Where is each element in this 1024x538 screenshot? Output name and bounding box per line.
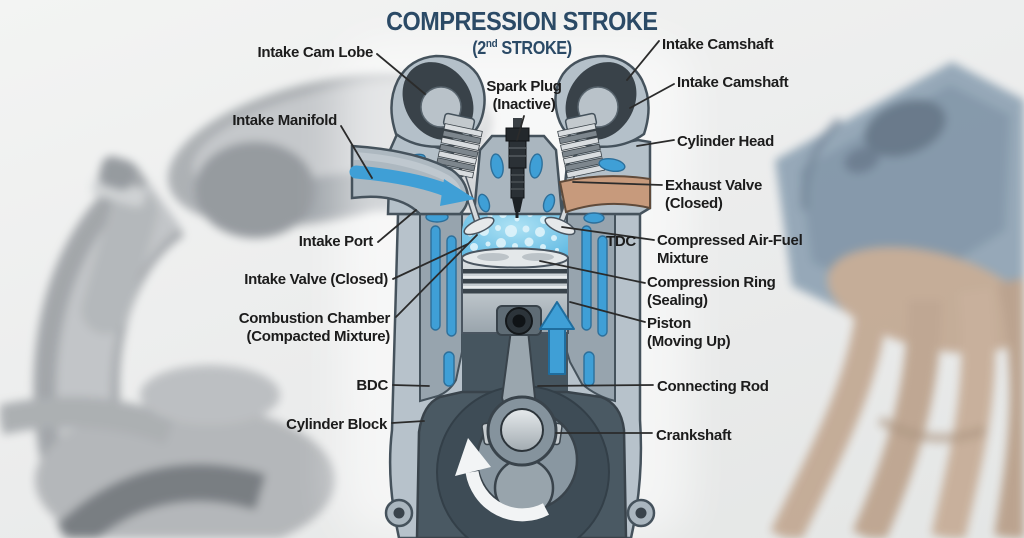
rotation-arrow [455, 438, 550, 522]
leader-exhaust-valve [572, 181, 663, 186]
label-intake-cam-lobe: Intake Cam Lobe [257, 44, 373, 61]
leader-piston [569, 301, 646, 323]
diagram-title: COMPRESSION STROKE [386, 6, 658, 36]
leader-intake-valve [392, 243, 469, 280]
leader-spark-plug [516, 115, 525, 141]
leader-intake-manifold [340, 125, 373, 179]
leader-intake-camshaft-2 [629, 83, 675, 109]
leader-lines [340, 40, 675, 434]
label-cylinder-block: Cylinder Block [286, 416, 387, 433]
label-compressed-mixture: Compressed Air-Fuel Mixture [657, 232, 803, 267]
leader-connecting-rod [537, 384, 654, 387]
leader-bdc [392, 384, 430, 387]
leader-cylinder-block [391, 420, 425, 424]
subtitle-open: (2 [472, 38, 486, 58]
label-combustion-chamber: Combustion Chamber (Compacted Mixture) [238, 310, 391, 345]
compression-rings [463, 269, 567, 294]
leader-intake-cam-lobe [376, 53, 426, 95]
background-right-engine [770, 62, 1024, 538]
label-connecting-rod: Connecting Rod [657, 378, 769, 395]
label-piston: Piston (Moving Up) [647, 315, 731, 350]
valve-spring-exhaust [557, 123, 606, 179]
spark-plug [505, 118, 530, 218]
intake-manifold [349, 144, 475, 216]
label-exhaust-valve: Exhaust Valve (Closed) [665, 177, 762, 212]
leader-intake-camshaft-1 [626, 40, 660, 81]
subtitle-ordinal: nd [485, 38, 498, 50]
label-spark-plug: Spark Plug (Inactive) [486, 78, 562, 113]
leader-combustion-chamber [395, 234, 478, 318]
label-bdc: BDC [356, 377, 388, 394]
label-compression-ring: Compression Ring (Sealing) [647, 274, 776, 309]
leader-compressed-mixture [561, 226, 655, 241]
leader-cylinder-head [636, 139, 675, 147]
crankshaft-journal [500, 408, 544, 452]
label-crankshaft: Crankshaft [656, 427, 732, 444]
diagram-subtitle: (2nd STROKE) [333, 38, 711, 59]
connecting-rod [481, 329, 563, 467]
intake-valve [463, 216, 495, 236]
label-tdc: TDC [606, 233, 636, 250]
leader-intake-port [377, 209, 417, 243]
piston-up-arrow [539, 301, 575, 375]
label-intake-camshaft-1: Intake Camshaft [662, 36, 774, 53]
label-intake-camshaft-2: Intake Camshaft [677, 74, 789, 91]
label-intake-port: Intake Port [298, 233, 374, 250]
label-intake-manifold: Intake Manifold [232, 112, 337, 129]
exhaust-port [558, 175, 651, 214]
intake-flow-arrow [349, 165, 475, 206]
exhaust-valve [544, 216, 576, 236]
subtitle-rest: STROKE) [497, 38, 572, 58]
leader-compression-ring [539, 260, 646, 284]
label-cylinder-head: Cylinder Head [677, 133, 774, 150]
label-intake-valve: Intake Valve (Closed) [244, 271, 388, 288]
title-block: COMPRESSION STROKE (2nd STROKE) [312, 6, 732, 59]
